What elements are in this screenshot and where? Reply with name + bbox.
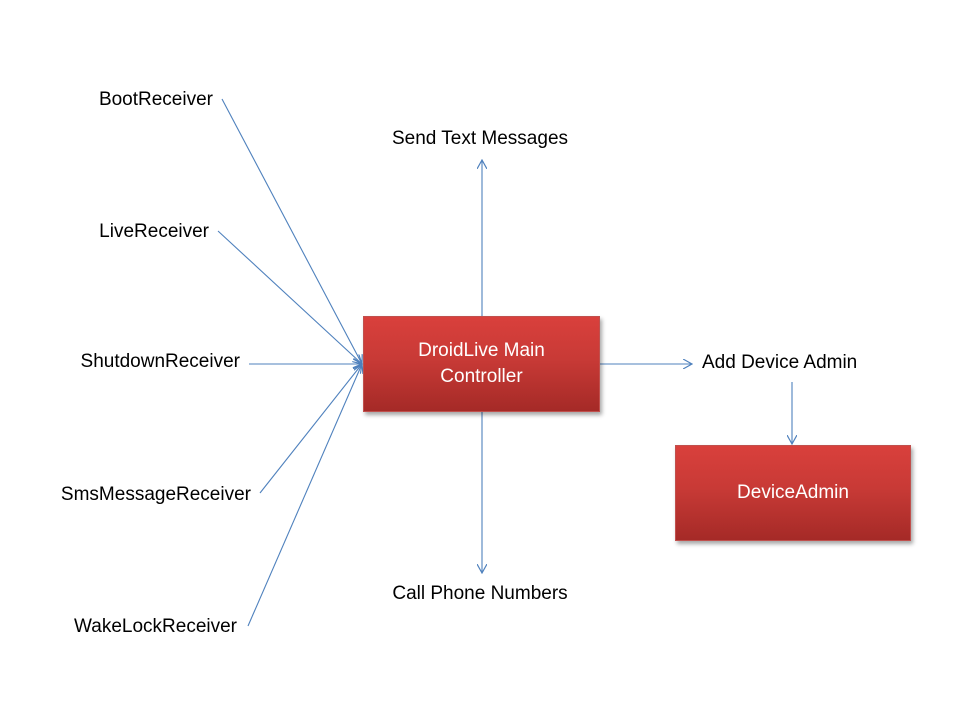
send-text-label: Send Text Messages [391, 128, 569, 149]
device-admin-box: DeviceAdmin [675, 445, 911, 541]
receiver-label-shutdown: ShutdownReceiver [80, 351, 240, 372]
connector-wakelockreceiver [247, 364, 362, 627]
receiver-label-wakelock: WakeLockReceiver [74, 616, 237, 637]
main-controller-line2: Controller [440, 366, 523, 387]
add-device-admin-label: Add Device Admin [702, 352, 858, 373]
connector-livereceiver [217, 230, 362, 364]
main-controller-box: DroidLive Main Controller [363, 316, 600, 412]
receiver-label-smsmessage: SmsMessageReceiver [60, 484, 251, 505]
connector-bootreceiver [221, 98, 362, 364]
connector-smsmessagereceiver [259, 364, 362, 494]
receiver-label-boot: BootReceiver [98, 89, 213, 110]
device-admin-label: DeviceAdmin [737, 482, 849, 503]
main-controller-line1: DroidLive Main [418, 340, 545, 361]
receiver-label-live: LiveReceiver [99, 221, 209, 242]
call-phone-label: Call Phone Numbers [392, 583, 568, 604]
